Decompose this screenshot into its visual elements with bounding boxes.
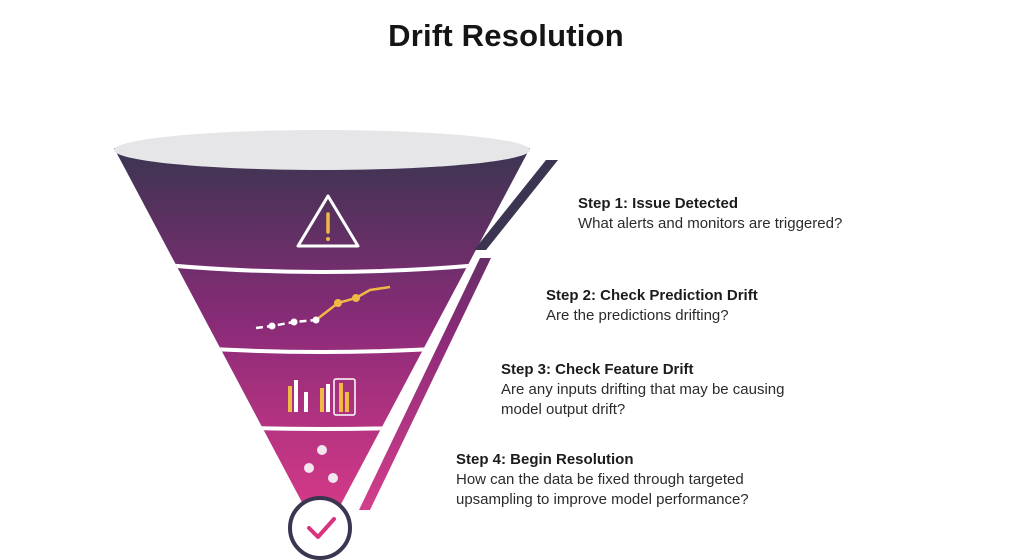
step-1: Step 1: Issue Detected What alerts and m… [578,194,842,234]
step-title: Step 3: Check Feature Drift [501,361,694,378]
page-title: Drift Resolution [388,18,624,53]
step-2: Step 2: Check Prediction Drift Are the p… [546,286,758,326]
checkmark-circle-icon [288,496,352,560]
step-description: Are the predictions drifting? [546,307,729,324]
step-description: upsampling to improve model performance? [456,491,749,508]
step-description: Are any inputs drifting that may be caus… [501,381,785,398]
step-4: Step 4: Begin Resolution How can the dat… [456,450,749,510]
dots-icon [304,445,338,483]
bar-chart-icon [288,378,356,416]
step-title: Step 4: Begin Resolution [456,451,634,468]
step-title: Step 1: Issue Detected [578,195,739,212]
funnel-rim [114,130,530,170]
step-description: model output drift? [501,401,626,418]
warning-triangle-icon [296,194,360,248]
side-stripe-gradient [359,258,491,510]
step-description: What alerts and monitors are triggered? [578,215,843,232]
funnel-body [114,148,530,540]
line-chart-icon [255,285,391,330]
step-title: Step 2: Check Prediction Drift [546,287,758,304]
step-3: Step 3: Check Feature Drift Are any inpu… [501,360,785,420]
side-stripe-dark [474,160,558,250]
step-description: How can the data be fixed through target… [456,471,744,488]
